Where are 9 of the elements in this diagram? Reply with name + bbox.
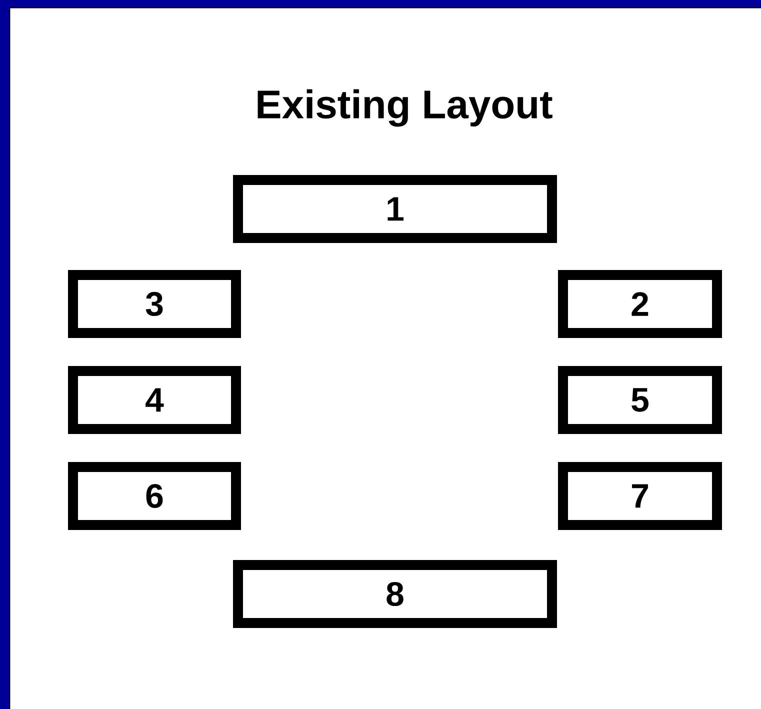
title: Existing Layout	[258, 89, 552, 127]
numbered-box: 6	[68, 462, 241, 530]
numbered-box: 3	[68, 270, 241, 338]
numbered-box: 2	[558, 270, 722, 338]
numbered-box: 1	[233, 175, 557, 243]
numbered-box: 5	[558, 366, 722, 434]
numbered-box: 7	[558, 462, 722, 530]
numbered-box: 8	[233, 560, 557, 628]
numbered-box: 4	[68, 366, 241, 434]
